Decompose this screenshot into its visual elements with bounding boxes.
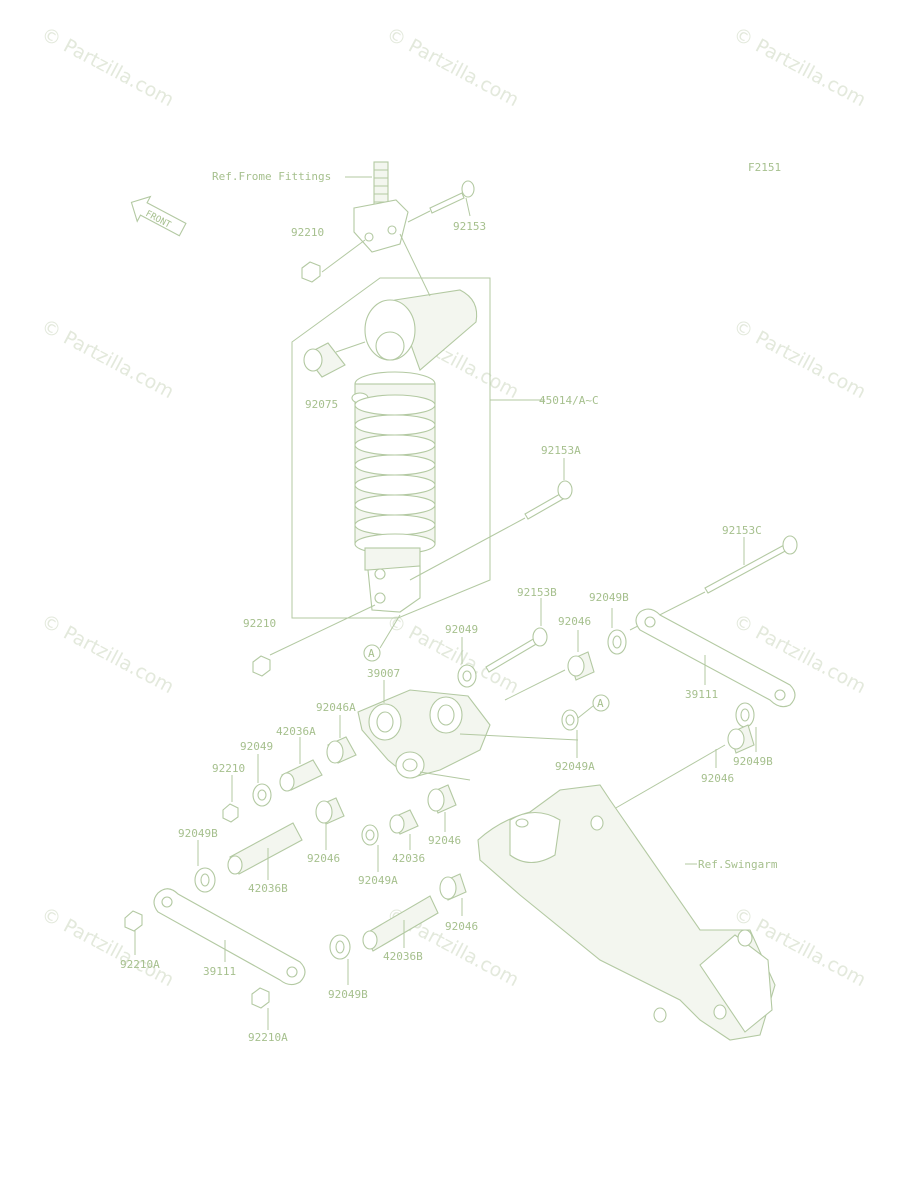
part-label-92046-c2: 92046: [445, 920, 478, 933]
front-arrow-icon: FRONT: [130, 195, 187, 237]
part-label-92049B-l: 92049B: [178, 827, 218, 840]
sleeve-42036B-l: [227, 822, 303, 875]
part-label-39007: 39007: [367, 667, 400, 680]
callout-a-marker: A: [363, 644, 381, 662]
part-label-92046A: 92046A: [316, 701, 356, 714]
part-label-92049B-r2: 92049B: [733, 755, 773, 768]
part-label-92049A-l: 92049A: [358, 874, 398, 887]
collar-92075: [303, 342, 346, 378]
nut-92210-l: [222, 803, 239, 823]
part-label-39111-l: 39111: [203, 965, 236, 978]
nut-92210A-l: [124, 910, 143, 932]
link-39111-right: [635, 608, 796, 708]
shock-assembly-box: [291, 277, 491, 619]
part-label-92049B-b: 92049B: [328, 988, 368, 1001]
watermark: © Partzilla.com: [38, 23, 178, 111]
part-label-92153A: 92153A: [541, 444, 581, 457]
link-39111-left: [153, 888, 306, 986]
part-label-42036B-b: 42036B: [383, 950, 423, 963]
callout-a-marker-right: A: [592, 694, 610, 712]
part-label-92046-r1: 92046: [558, 615, 591, 628]
bolt-92153B: [485, 627, 548, 673]
part-label-92210: 92210: [291, 226, 324, 239]
bushing-92046A: [326, 736, 357, 764]
frame-fitting: [353, 161, 409, 253]
bushing-92046-c3: [427, 784, 457, 814]
part-label-92153C: 92153C: [722, 524, 762, 537]
part-label-42036B-l: 42036B: [248, 882, 288, 895]
watermark: © Partzilla.com: [38, 610, 178, 698]
bolt-92153A: [524, 480, 573, 520]
part-label-42036: 42036: [392, 852, 425, 865]
bushing-92046-c1: [315, 797, 345, 825]
part-label-42036A: 42036A: [276, 725, 316, 738]
nut-92210-top: [301, 261, 321, 283]
sleeve-42036B-b: [362, 895, 439, 952]
part-label-92210A-b: 92210A: [248, 1031, 288, 1044]
part-label-92049-c: 92049: [445, 623, 478, 636]
part-label-92049A-c: 92049A: [555, 760, 595, 773]
ref-swingarm-label: Ref.Swingarm: [698, 858, 778, 871]
part-label-92046-c3: 92046: [428, 834, 461, 847]
part-label-92049-l: 92049: [240, 740, 273, 753]
nut-92210A-b: [251, 987, 270, 1009]
part-label-92210-mid: 92210: [243, 617, 276, 630]
svg-text:A: A: [597, 697, 604, 710]
watermark: © Partzilla.com: [38, 315, 178, 403]
rocker-arm-39007: [357, 689, 491, 779]
figure-code: F2151: [748, 161, 781, 174]
swingarm-reference: [477, 784, 776, 1041]
bushing-92046-c2: [439, 873, 467, 901]
ref-frame-label: Ref.Frome Fittings: [212, 170, 331, 183]
sleeve-42036A: [279, 759, 323, 792]
part-label-92049B-r1: 92049B: [589, 591, 629, 604]
svg-text:A: A: [368, 647, 375, 660]
bushing-92046-r2: [727, 724, 755, 754]
watermark: © Partzilla.com: [38, 903, 178, 991]
part-label-92046-r2: 92046: [701, 772, 734, 785]
watermark: © Partzilla.com: [730, 315, 870, 403]
bolt-92153C: [704, 535, 798, 594]
bushing-92046-r1: [567, 651, 595, 681]
part-label-92153: 92153: [453, 220, 486, 233]
part-label-92075: 92075: [305, 398, 338, 411]
watermark: © Partzilla.com: [383, 23, 523, 111]
part-label-92210A-l: 92210A: [120, 958, 160, 971]
part-label-45014: 45014/A~C: [539, 394, 599, 407]
part-label-39111-r: 39111: [685, 688, 718, 701]
sleeve-42036: [389, 809, 419, 835]
part-label-92210-l: 92210: [212, 762, 245, 775]
part-label-92046-c1: 92046: [307, 852, 340, 865]
bolt-92153-top: [429, 180, 475, 214]
watermark: © Partzilla.com: [730, 23, 870, 111]
shock-absorber: [351, 289, 478, 613]
nut-92210-mid: [252, 655, 271, 677]
part-label-92153B: 92153B: [517, 586, 557, 599]
